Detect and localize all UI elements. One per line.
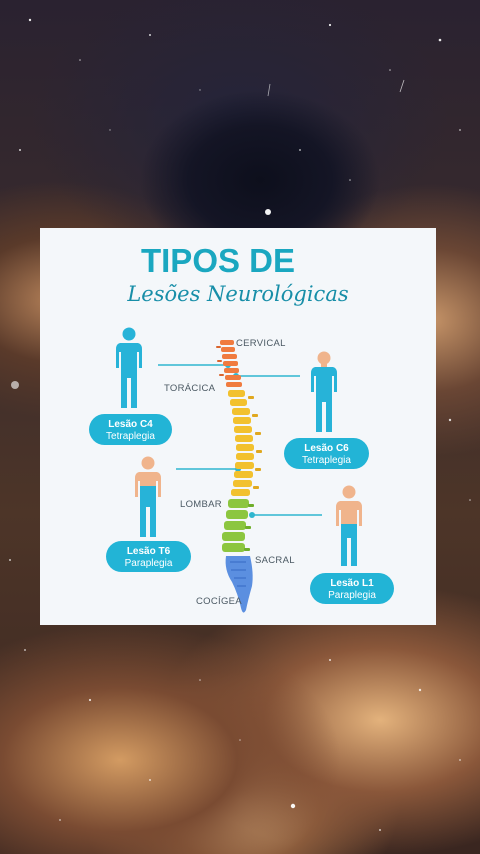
label-sacral: SACRAL <box>255 555 295 566</box>
badge-c4-name: Lesão C4 <box>108 419 153 430</box>
badge-c4-type: Tetraplegia <box>106 431 155 442</box>
figure-l1-icon <box>336 485 362 566</box>
label-cervical: CERVICAL <box>236 338 286 349</box>
badge-t6: Lesão T6 Paraplegia <box>106 541 191 572</box>
figure-c4-icon <box>116 327 142 408</box>
badge-c6-type: Tetraplegia <box>302 455 351 466</box>
l1-marker-dot <box>249 512 255 518</box>
badge-t6-type: Paraplegia <box>125 558 173 569</box>
label-coccyx: COCÍGEA <box>196 596 242 607</box>
badge-c6: Lesão C6 Tetraplegia <box>284 438 369 469</box>
badge-l1: Lesão L1 Paraplegia <box>310 573 394 604</box>
badge-c4: Lesão C4 Tetraplegia <box>89 414 172 445</box>
badge-t6-name: Lesão T6 <box>127 546 171 557</box>
spinal-injury-diagram: TIPOS DE Lesões Neurológicas <box>89 242 394 613</box>
label-lumbar: LOMBAR <box>180 499 222 510</box>
connector-lines <box>158 364 322 516</box>
infographic-card: TIPOS DE Lesões Neurológicas <box>40 228 436 625</box>
spine-illustration <box>216 340 262 613</box>
badge-l1-type: Paraplegia <box>328 590 376 601</box>
title-line1: TIPOS DE <box>141 242 295 279</box>
badge-c6-name: Lesão C6 <box>304 443 349 454</box>
label-thoracic: TORÁCICA <box>164 383 216 394</box>
figure-c6-icon <box>311 351 337 432</box>
figure-t6-icon <box>135 456 161 537</box>
title-line2: Lesões Neurológicas <box>126 282 348 306</box>
badge-l1-name: Lesão L1 <box>330 578 374 589</box>
